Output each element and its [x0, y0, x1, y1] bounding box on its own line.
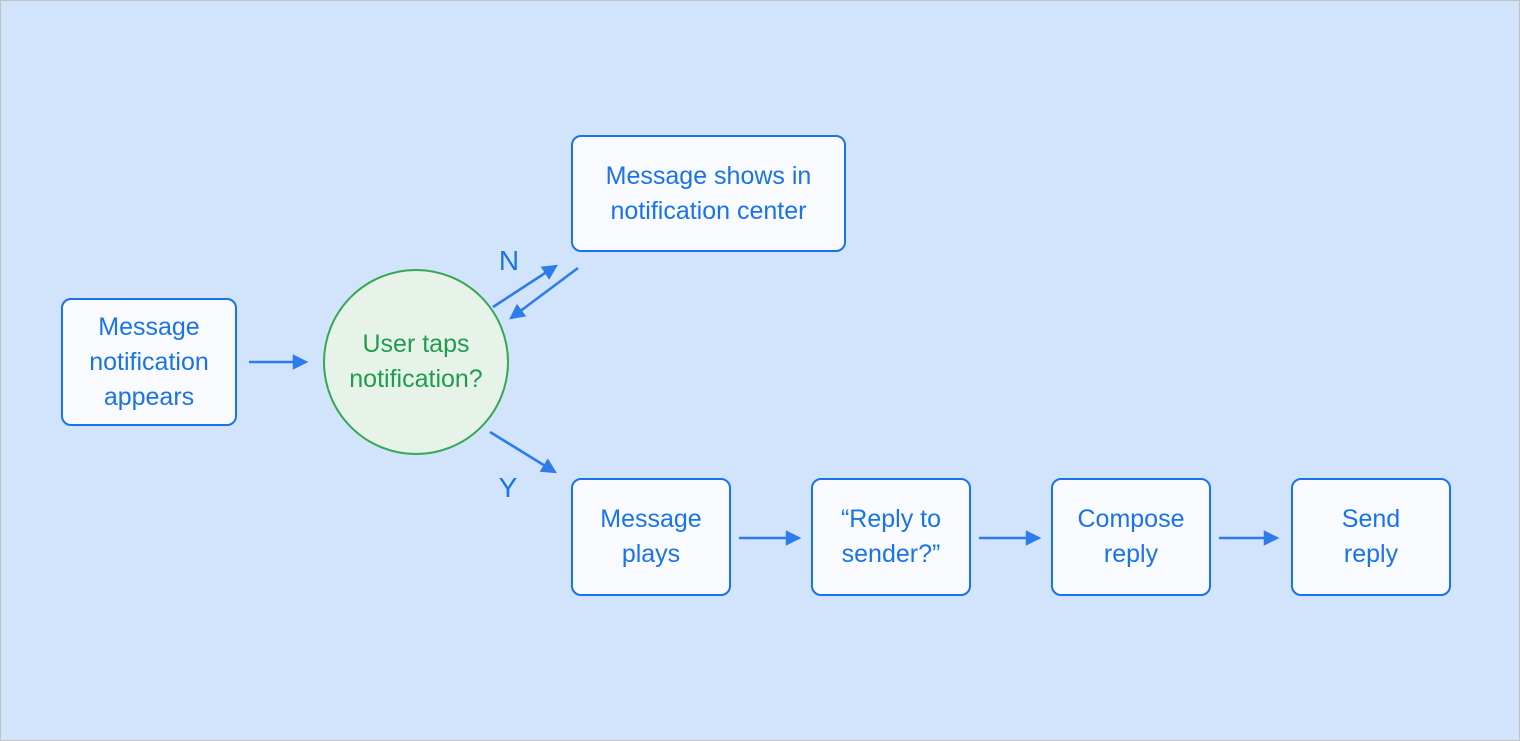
arrow-notification-center-to-decision	[509, 266, 579, 320]
node-label: “Reply to sender?”	[840, 505, 942, 568]
branch-label-no: N	[498, 245, 520, 276]
branch-label-yes: Y	[498, 472, 518, 503]
node-reply-to-sender: “Reply to sender?”	[811, 478, 971, 596]
decision-user-taps-notification: User taps notification?	[323, 269, 509, 455]
node-label: Message shows in notification center	[605, 161, 812, 225]
node-label: Message notification appears	[89, 312, 209, 411]
node-message-notification-appears: Message notification appears	[61, 298, 237, 426]
node-message-shows-in-notification-center: Message shows in notification center	[571, 135, 846, 252]
node-label: Message plays	[600, 505, 702, 568]
arrow-decision-to-message-plays	[489, 430, 557, 474]
node-label: Compose reply	[1077, 505, 1185, 568]
node-send-reply: Send reply	[1291, 478, 1451, 596]
node-label: Send reply	[1341, 505, 1401, 568]
node-message-plays: Message plays	[571, 478, 731, 596]
node-compose-reply: Compose reply	[1051, 478, 1211, 596]
node-label: User taps notification?	[349, 330, 483, 393]
